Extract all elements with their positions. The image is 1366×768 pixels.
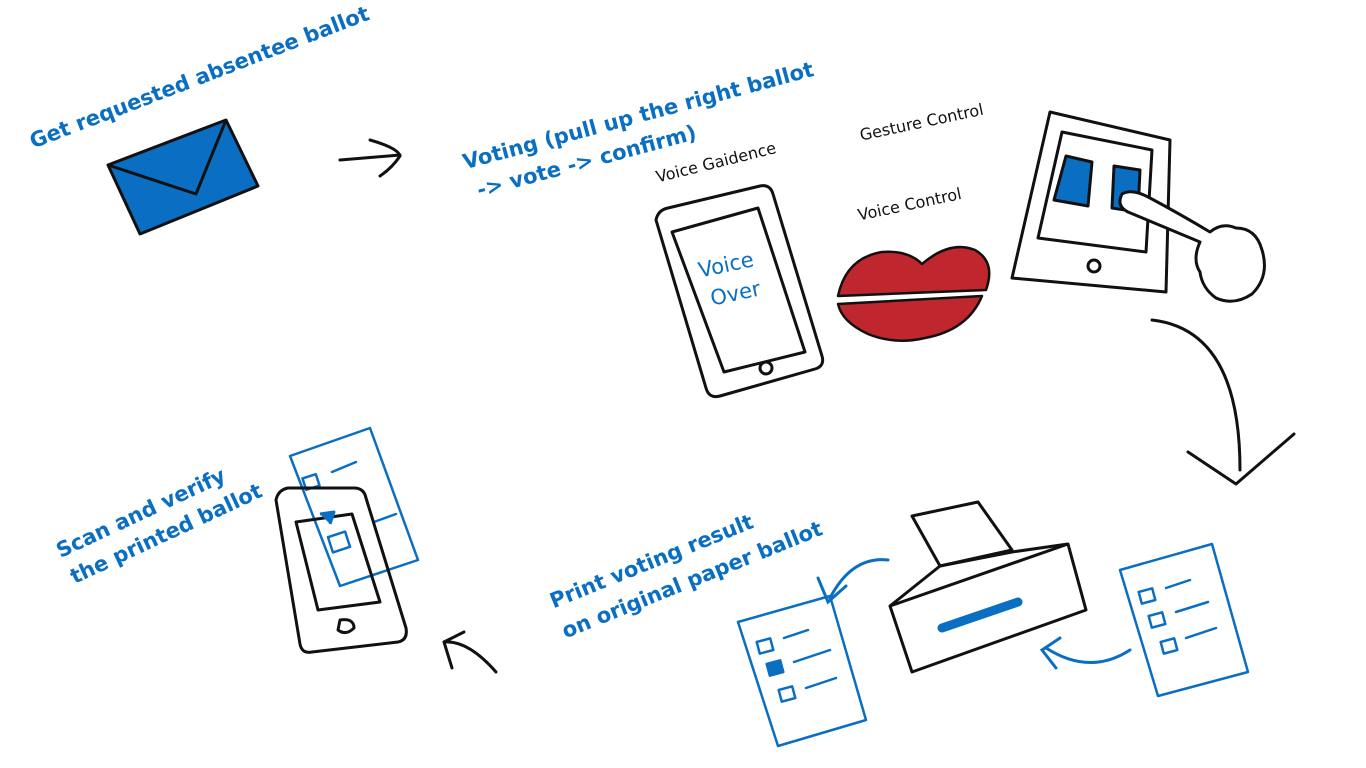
ballot-icon xyxy=(1118,542,1250,698)
arrow-icon xyxy=(1150,318,1296,486)
phone-icon xyxy=(274,486,408,654)
ballot-icon xyxy=(288,426,420,588)
phone-icon xyxy=(654,184,825,399)
printer-icon xyxy=(888,500,1088,674)
envelope-icon xyxy=(106,118,260,236)
arrow-icon xyxy=(816,558,890,605)
ballot-icon xyxy=(736,594,868,748)
lips-icon xyxy=(836,245,991,342)
tablet-icon xyxy=(1010,110,1266,303)
arrow-icon xyxy=(338,138,402,178)
arrow-icon xyxy=(1039,636,1132,670)
arrow-icon xyxy=(442,630,498,674)
